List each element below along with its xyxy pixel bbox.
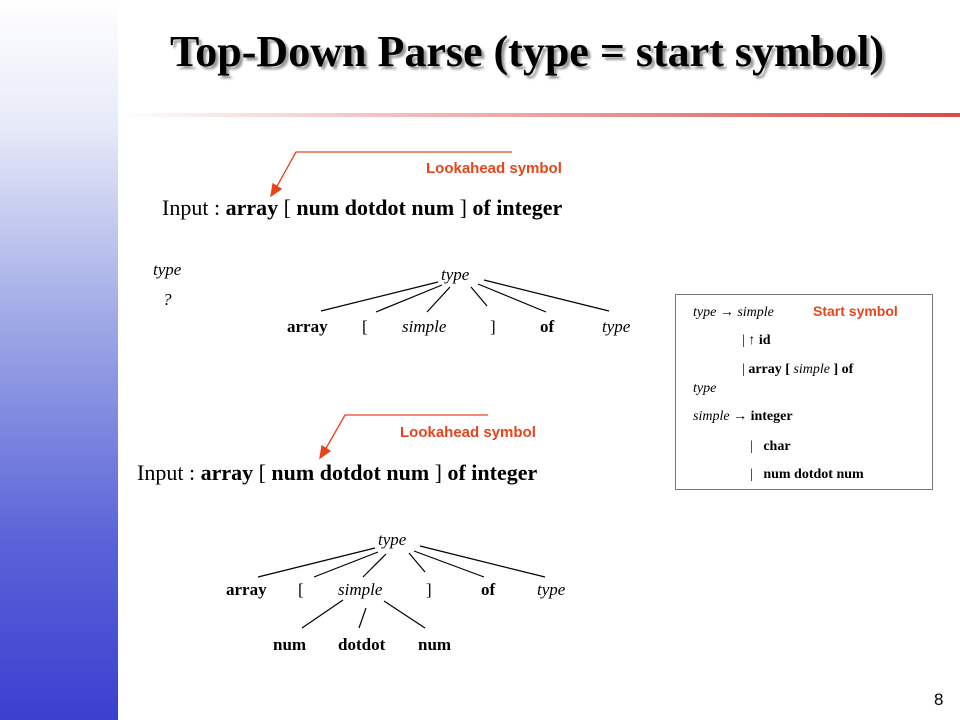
tree1-root: type — [441, 265, 470, 284]
tree2-leaf-num: num — [273, 635, 307, 654]
input-prefix: Input : — [162, 195, 221, 220]
input-token: ] — [459, 195, 467, 220]
terminal: id — [758, 333, 771, 348]
input-token: array — [225, 195, 279, 220]
grammar-box: type → simple Start symbol | ↑ id | arra… — [675, 294, 933, 490]
alt-bar: | — [750, 439, 753, 454]
input-token: of integer — [447, 460, 538, 485]
nonterminal: simple — [793, 362, 830, 377]
grammar-rule-1: type → simple — [693, 305, 774, 321]
terminal: integer — [750, 409, 793, 424]
grammar-rule-5: | char — [750, 439, 791, 455]
tree1-node-array: array — [287, 317, 328, 336]
terminal: array [ — [748, 362, 790, 377]
input-token: [ — [283, 195, 291, 220]
nonterminal: type — [693, 305, 717, 320]
nonterminal: simple — [737, 305, 774, 320]
input-prefix: Input : — [137, 460, 196, 485]
terminal: ] of — [833, 362, 854, 377]
input-token: num dotdot num — [271, 460, 430, 485]
arrow-up-icon: ↑ — [748, 333, 756, 348]
tree1-node-lbracket: [ — [362, 317, 368, 336]
input-token: array — [200, 460, 254, 485]
grammar-rule-3: | array [ simple ] of — [742, 362, 853, 378]
slide-title: Top-Down Parse (type = start symbol) — [170, 27, 884, 76]
lookahead-label-2: Lookahead symbol — [400, 424, 536, 441]
input-token: of integer — [472, 195, 563, 220]
title-rule — [118, 113, 960, 117]
tree1-node-rbracket: ] — [490, 317, 496, 336]
input-token: num dotdot num — [296, 195, 455, 220]
tree1-node-type: type — [602, 317, 631, 336]
tree1-node-of: of — [540, 317, 555, 336]
tree2-node-rbracket: ] — [426, 580, 432, 599]
tree2-leaf-dotdot: dotdot — [338, 635, 386, 654]
grammar-rule-6: | num dotdot num — [750, 467, 864, 483]
alt-bar: | — [750, 467, 753, 482]
lookahead-pointer-1 — [270, 151, 512, 198]
tree1-edges — [320, 279, 610, 313]
input-token: ] — [434, 460, 442, 485]
slide-number: 8 — [934, 690, 944, 709]
grammar-rule-2: | ↑ id — [742, 333, 771, 349]
alt-bar: | — [742, 362, 745, 377]
alt-bar: | — [742, 333, 745, 348]
tree2-node-type: type — [537, 580, 566, 599]
tree2-node-lbracket: [ — [298, 580, 304, 599]
lookahead-pointer-2 — [319, 414, 488, 460]
step1-root: type — [153, 260, 182, 279]
nonterminal: simple — [693, 409, 730, 424]
tree2-root: type — [378, 530, 407, 549]
tree2-leaf-num: num — [418, 635, 452, 654]
input-line-2: Input : array [ num dotdot num ] of inte… — [137, 460, 537, 486]
lookahead-label-1: Lookahead symbol — [426, 160, 562, 177]
tree2-edges — [257, 545, 546, 629]
arrow-right-icon: → — [733, 409, 748, 424]
tree2-node-of: of — [481, 580, 496, 599]
grammar-rule-3-cont: type — [693, 381, 717, 396]
start-symbol-label: Start symbol — [813, 303, 898, 319]
arrow-right-icon: → — [719, 305, 734, 320]
terminal: char — [763, 439, 791, 454]
input-token: [ — [258, 460, 266, 485]
sidebar-gradient — [0, 0, 118, 720]
tree2-node-array: array — [226, 580, 267, 599]
tree2-node-simple: simple — [338, 580, 383, 599]
step1-question: ? — [163, 290, 172, 309]
tree1-node-simple: simple — [402, 317, 447, 336]
input-line-1: Input : array [ num dotdot num ] of inte… — [162, 195, 562, 221]
grammar-rule-4: simple → integer — [693, 409, 793, 425]
terminal: num dotdot num — [763, 467, 864, 482]
